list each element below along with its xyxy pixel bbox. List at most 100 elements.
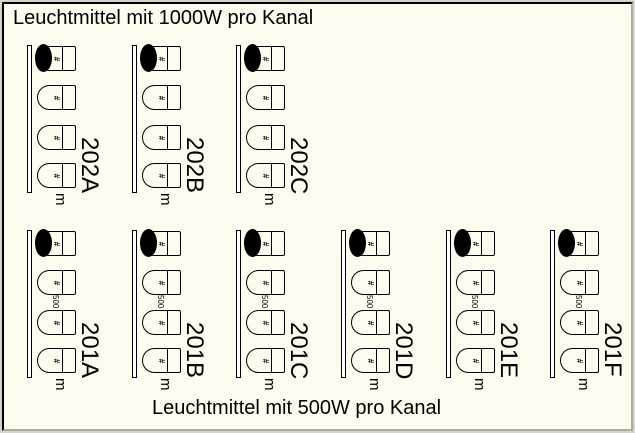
channel-number-placeholder: # — [575, 320, 584, 325]
channel-number-placeholder: # — [157, 95, 166, 100]
filled-lens-icon — [140, 229, 157, 257]
channel-number-placeholder: # — [471, 320, 480, 325]
channel-number-placeholder: # — [157, 358, 166, 363]
group-label: 201E — [495, 322, 522, 379]
group-label: 201D — [390, 322, 417, 380]
fixture-base-divider — [62, 231, 63, 256]
lamp-fixture-icon: # — [244, 229, 285, 257]
fixture-base-divider — [271, 46, 272, 71]
lamp-fixture-icon: # — [456, 348, 495, 373]
lamp-fixture-icon: # — [142, 85, 181, 110]
channel-number-placeholder: # — [261, 320, 270, 325]
lamp-fixture-icon: # — [142, 125, 181, 150]
fixture-base-divider — [167, 310, 168, 335]
fixture-base-divider — [271, 163, 272, 188]
wattage-label: 500 — [260, 295, 269, 309]
wattage-label: 500 — [365, 295, 374, 309]
lamp-fixture-icon: # — [37, 85, 76, 110]
channel-number-placeholder: # — [261, 173, 270, 178]
channel-number-placeholder: # — [52, 56, 61, 61]
title-1000w-per-channel: Leuchtmittel mit 1000W pro Kanal — [13, 7, 314, 29]
lamp-fixture-icon: # — [456, 310, 495, 335]
channel-number-placeholder: # — [52, 135, 61, 140]
fixture-base-divider — [376, 270, 377, 295]
group-label: 201A — [76, 322, 103, 379]
filled-lens-icon — [140, 44, 157, 72]
lamp-fixture-icon: # — [35, 44, 76, 72]
bar-end-label: m — [261, 193, 278, 206]
lighting-bar — [132, 45, 137, 193]
channel-number-placeholder: # — [157, 56, 166, 61]
channel-number-placeholder: # — [261, 56, 270, 61]
fixture-base-divider — [271, 270, 272, 295]
lamp-fixture-icon: # — [558, 229, 599, 257]
lamp-fixture-icon: # — [351, 348, 390, 373]
lighting-bar — [341, 230, 346, 378]
fixture-base-divider — [167, 46, 168, 71]
fixture-base-divider — [62, 270, 63, 295]
channel-number-placeholder: # — [157, 241, 166, 246]
filled-lens-icon — [558, 229, 575, 257]
lamp-fixture-icon: # — [560, 348, 599, 373]
fixture-base-divider — [167, 85, 168, 110]
lamp-fixture-icon: # — [142, 310, 181, 335]
fixture-base-divider — [167, 231, 168, 256]
fixture-base-divider — [481, 310, 482, 335]
channel-number-placeholder: # — [366, 280, 375, 285]
fixture-base-divider — [167, 125, 168, 150]
lamp-fixture-icon: # — [142, 163, 181, 188]
wattage-label: 500 — [51, 295, 60, 309]
lamp-fixture-icon: # — [142, 348, 181, 373]
channel-number-placeholder: # — [261, 135, 270, 140]
channel-number-placeholder: # — [575, 280, 584, 285]
channel-number-placeholder: # — [261, 241, 270, 246]
filled-lens-icon — [349, 229, 366, 257]
channel-number-placeholder: # — [471, 280, 480, 285]
bar-end-label: m — [52, 378, 69, 391]
channel-number-placeholder: # — [52, 358, 61, 363]
fixture-base-divider — [271, 125, 272, 150]
fixture-base-divider — [271, 85, 272, 110]
fixture-base-divider — [585, 231, 586, 256]
channel-number-placeholder: # — [157, 173, 166, 178]
lighting-bar — [27, 230, 32, 378]
channel-number-placeholder: # — [366, 320, 375, 325]
lamp-fixture-icon: # — [140, 44, 181, 72]
lamp-fixture-icon: # — [246, 85, 285, 110]
fixture-base-divider — [62, 348, 63, 373]
lamp-fixture-icon: # — [456, 270, 495, 295]
fixture-base-divider — [271, 231, 272, 256]
fixture-base-divider — [62, 125, 63, 150]
lamp-fixture-icon: # — [351, 270, 390, 295]
bar-end-label: m — [52, 193, 69, 206]
filled-lens-icon — [244, 229, 261, 257]
lamp-fixture-icon: # — [351, 310, 390, 335]
group-label: 202C — [285, 137, 312, 195]
filled-lens-icon — [35, 44, 52, 72]
channel-number-placeholder: # — [261, 280, 270, 285]
fixture-base-divider — [62, 85, 63, 110]
lamp-fixture-icon: # — [246, 270, 285, 295]
lighting-bar — [132, 230, 137, 378]
filled-lens-icon — [454, 229, 471, 257]
lighting-bar — [446, 230, 451, 378]
fixture-base-divider — [167, 348, 168, 373]
fixture-base-divider — [62, 163, 63, 188]
group-label: 201C — [285, 322, 312, 380]
group-label: 202B — [181, 137, 208, 194]
group-label: 201B — [181, 322, 208, 379]
lamp-fixture-icon: # — [246, 125, 285, 150]
lamp-fixture-icon: # — [244, 44, 285, 72]
fixture-base-divider — [376, 348, 377, 373]
channel-number-placeholder: # — [52, 280, 61, 285]
filled-lens-icon — [35, 229, 52, 257]
channel-number-placeholder: # — [157, 280, 166, 285]
channel-number-placeholder: # — [471, 358, 480, 363]
lamp-fixture-icon: # — [140, 229, 181, 257]
